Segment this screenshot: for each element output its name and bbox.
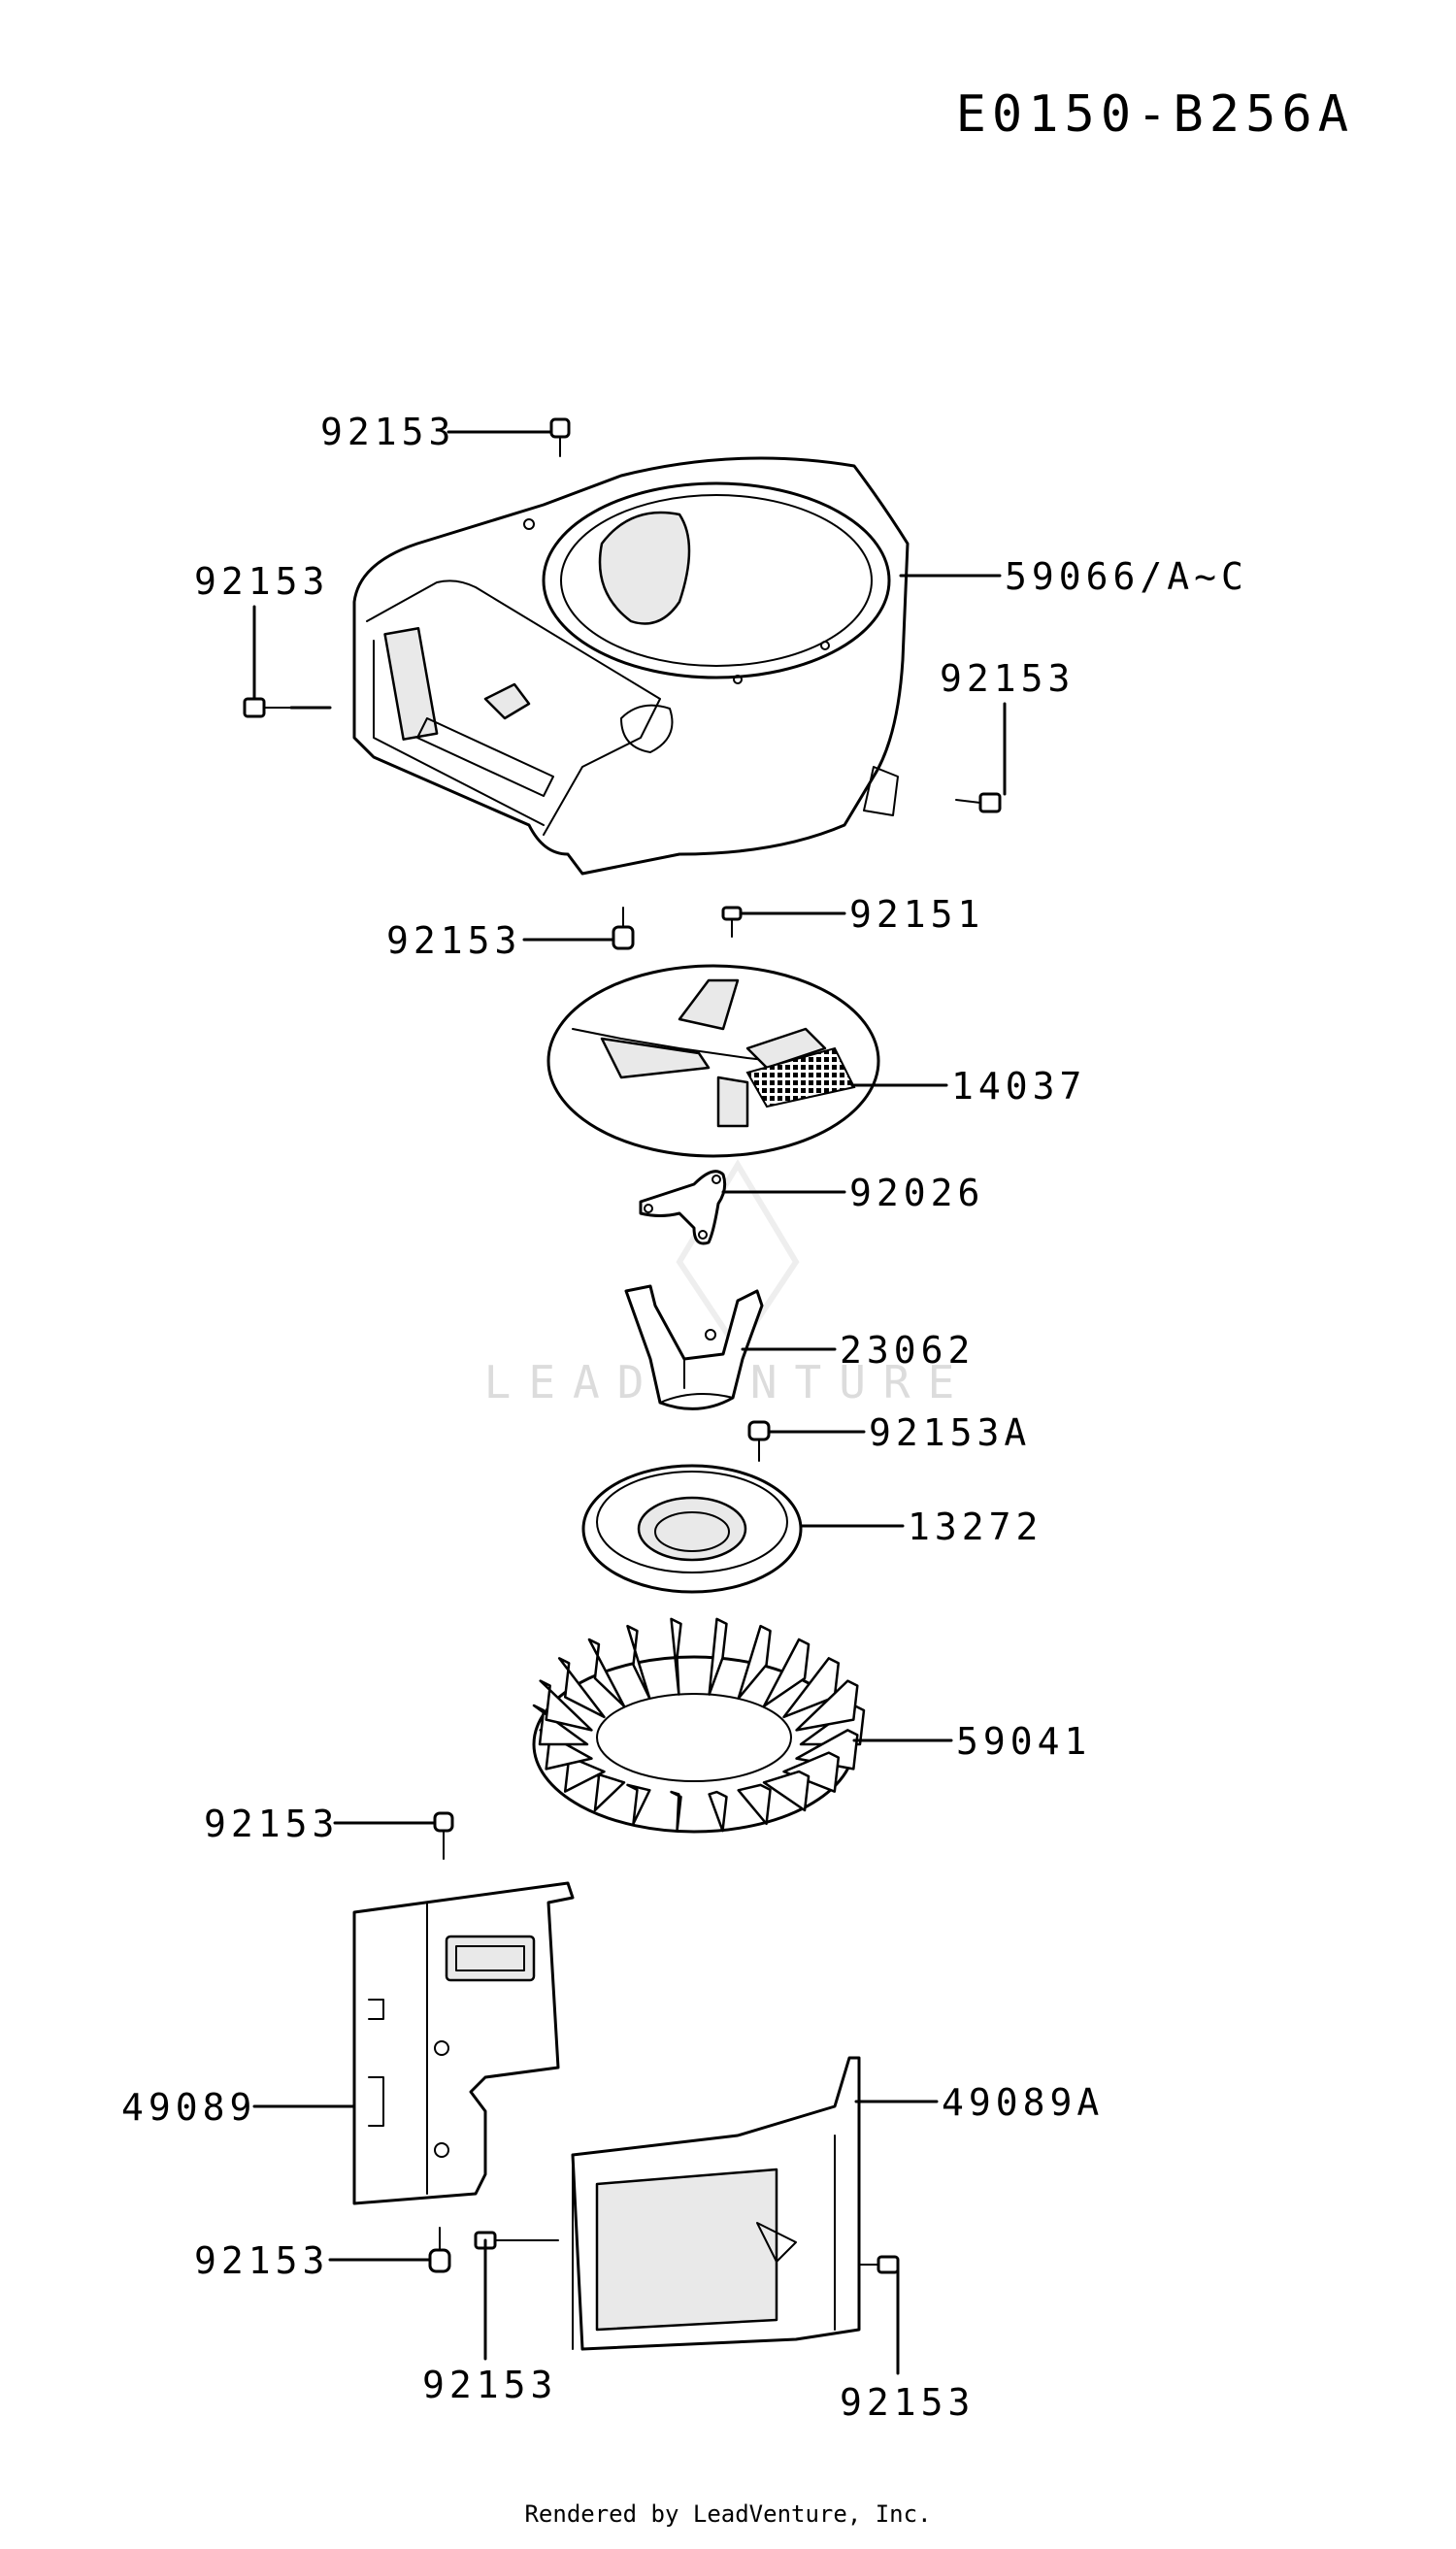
footer-credit: Rendered by LeadVenture, Inc. [524, 2500, 931, 2528]
label-bolt-right-cover-right: 92153 [840, 2381, 975, 2424]
fan-fin [795, 1679, 859, 1732]
fan-fin [762, 1770, 811, 1812]
small-plate [639, 1170, 727, 1245]
label-screw-screen: 92151 [849, 893, 984, 936]
bolt-left-cover-bottom-icon [428, 2227, 451, 2273]
right-cover [571, 2056, 861, 2351]
pulley-plate [581, 1464, 803, 1594]
fan-fin [737, 1783, 772, 1826]
part-labels: 92153 92153 59066/A~C 92153 92153 92151 … [121, 411, 1248, 2424]
label-left-cover: 49089 [121, 2086, 256, 2129]
bolt-top-icon [549, 417, 571, 457]
label-bolt-housing-bottom: 92153 [386, 919, 521, 962]
fan-fin [670, 1790, 682, 1833]
label-fan: 59041 [956, 1720, 1091, 1763]
fan-fin [539, 1679, 593, 1732]
fan-fin [708, 1790, 728, 1833]
diagram-code: E0150-B256A [956, 85, 1354, 144]
screw-screen-icon [721, 906, 743, 938]
label-plate-small: 92026 [849, 1172, 984, 1214]
rotating-screen [546, 964, 880, 1158]
cooling-fan-fins [532, 1617, 866, 1833]
label-bolt-housing-left: 92153 [194, 560, 329, 603]
fan-fin [587, 1638, 626, 1707]
label-pulley: 13272 [908, 1506, 1042, 1548]
bolt-housing-right-icon [955, 792, 1002, 813]
leader-lines [252, 430, 1007, 2375]
bolt-housing-left-icon [243, 697, 292, 718]
fan-fin [670, 1617, 682, 1696]
fan-fin [708, 1617, 728, 1696]
label-bolt-left-cover-bottom: 92153 [194, 2239, 329, 2282]
label-bolt-housing-right: 92153 [940, 657, 1075, 700]
fan-fin [557, 1657, 606, 1719]
label-screen: 14037 [951, 1065, 1086, 1108]
bolt-left-cover-top-icon [433, 1811, 454, 1860]
fan-fin [762, 1638, 811, 1707]
label-bolt-right-cover-left: 92153 [422, 2364, 557, 2406]
fan-cup [624, 1284, 764, 1410]
label-bolt-top: 92153 [320, 411, 455, 453]
fan-fin [782, 1657, 841, 1719]
fan-fin [626, 1783, 651, 1826]
bolt-right-cover-right-icon [858, 2255, 900, 2274]
label-cup: 23062 [840, 1329, 975, 1372]
fan-fin [626, 1624, 651, 1700]
label-right-cover: 49089A [942, 2081, 1104, 2124]
fan-fin [782, 1751, 841, 1793]
label-bolt-pulley: 92153A [869, 1411, 1031, 1454]
fan-fin [737, 1624, 772, 1700]
blower-housing [352, 456, 910, 876]
bolt-right-cover-left-icon [474, 2231, 559, 2250]
label-housing: 59066/A~C [1005, 555, 1248, 598]
fan-fin [587, 1770, 626, 1812]
bolt-housing-bottom-icon [612, 907, 635, 950]
left-cover [352, 1881, 575, 2205]
label-bolt-left-cover-top: 92153 [204, 1803, 339, 1845]
bolt-pulley-icon [747, 1420, 771, 1462]
